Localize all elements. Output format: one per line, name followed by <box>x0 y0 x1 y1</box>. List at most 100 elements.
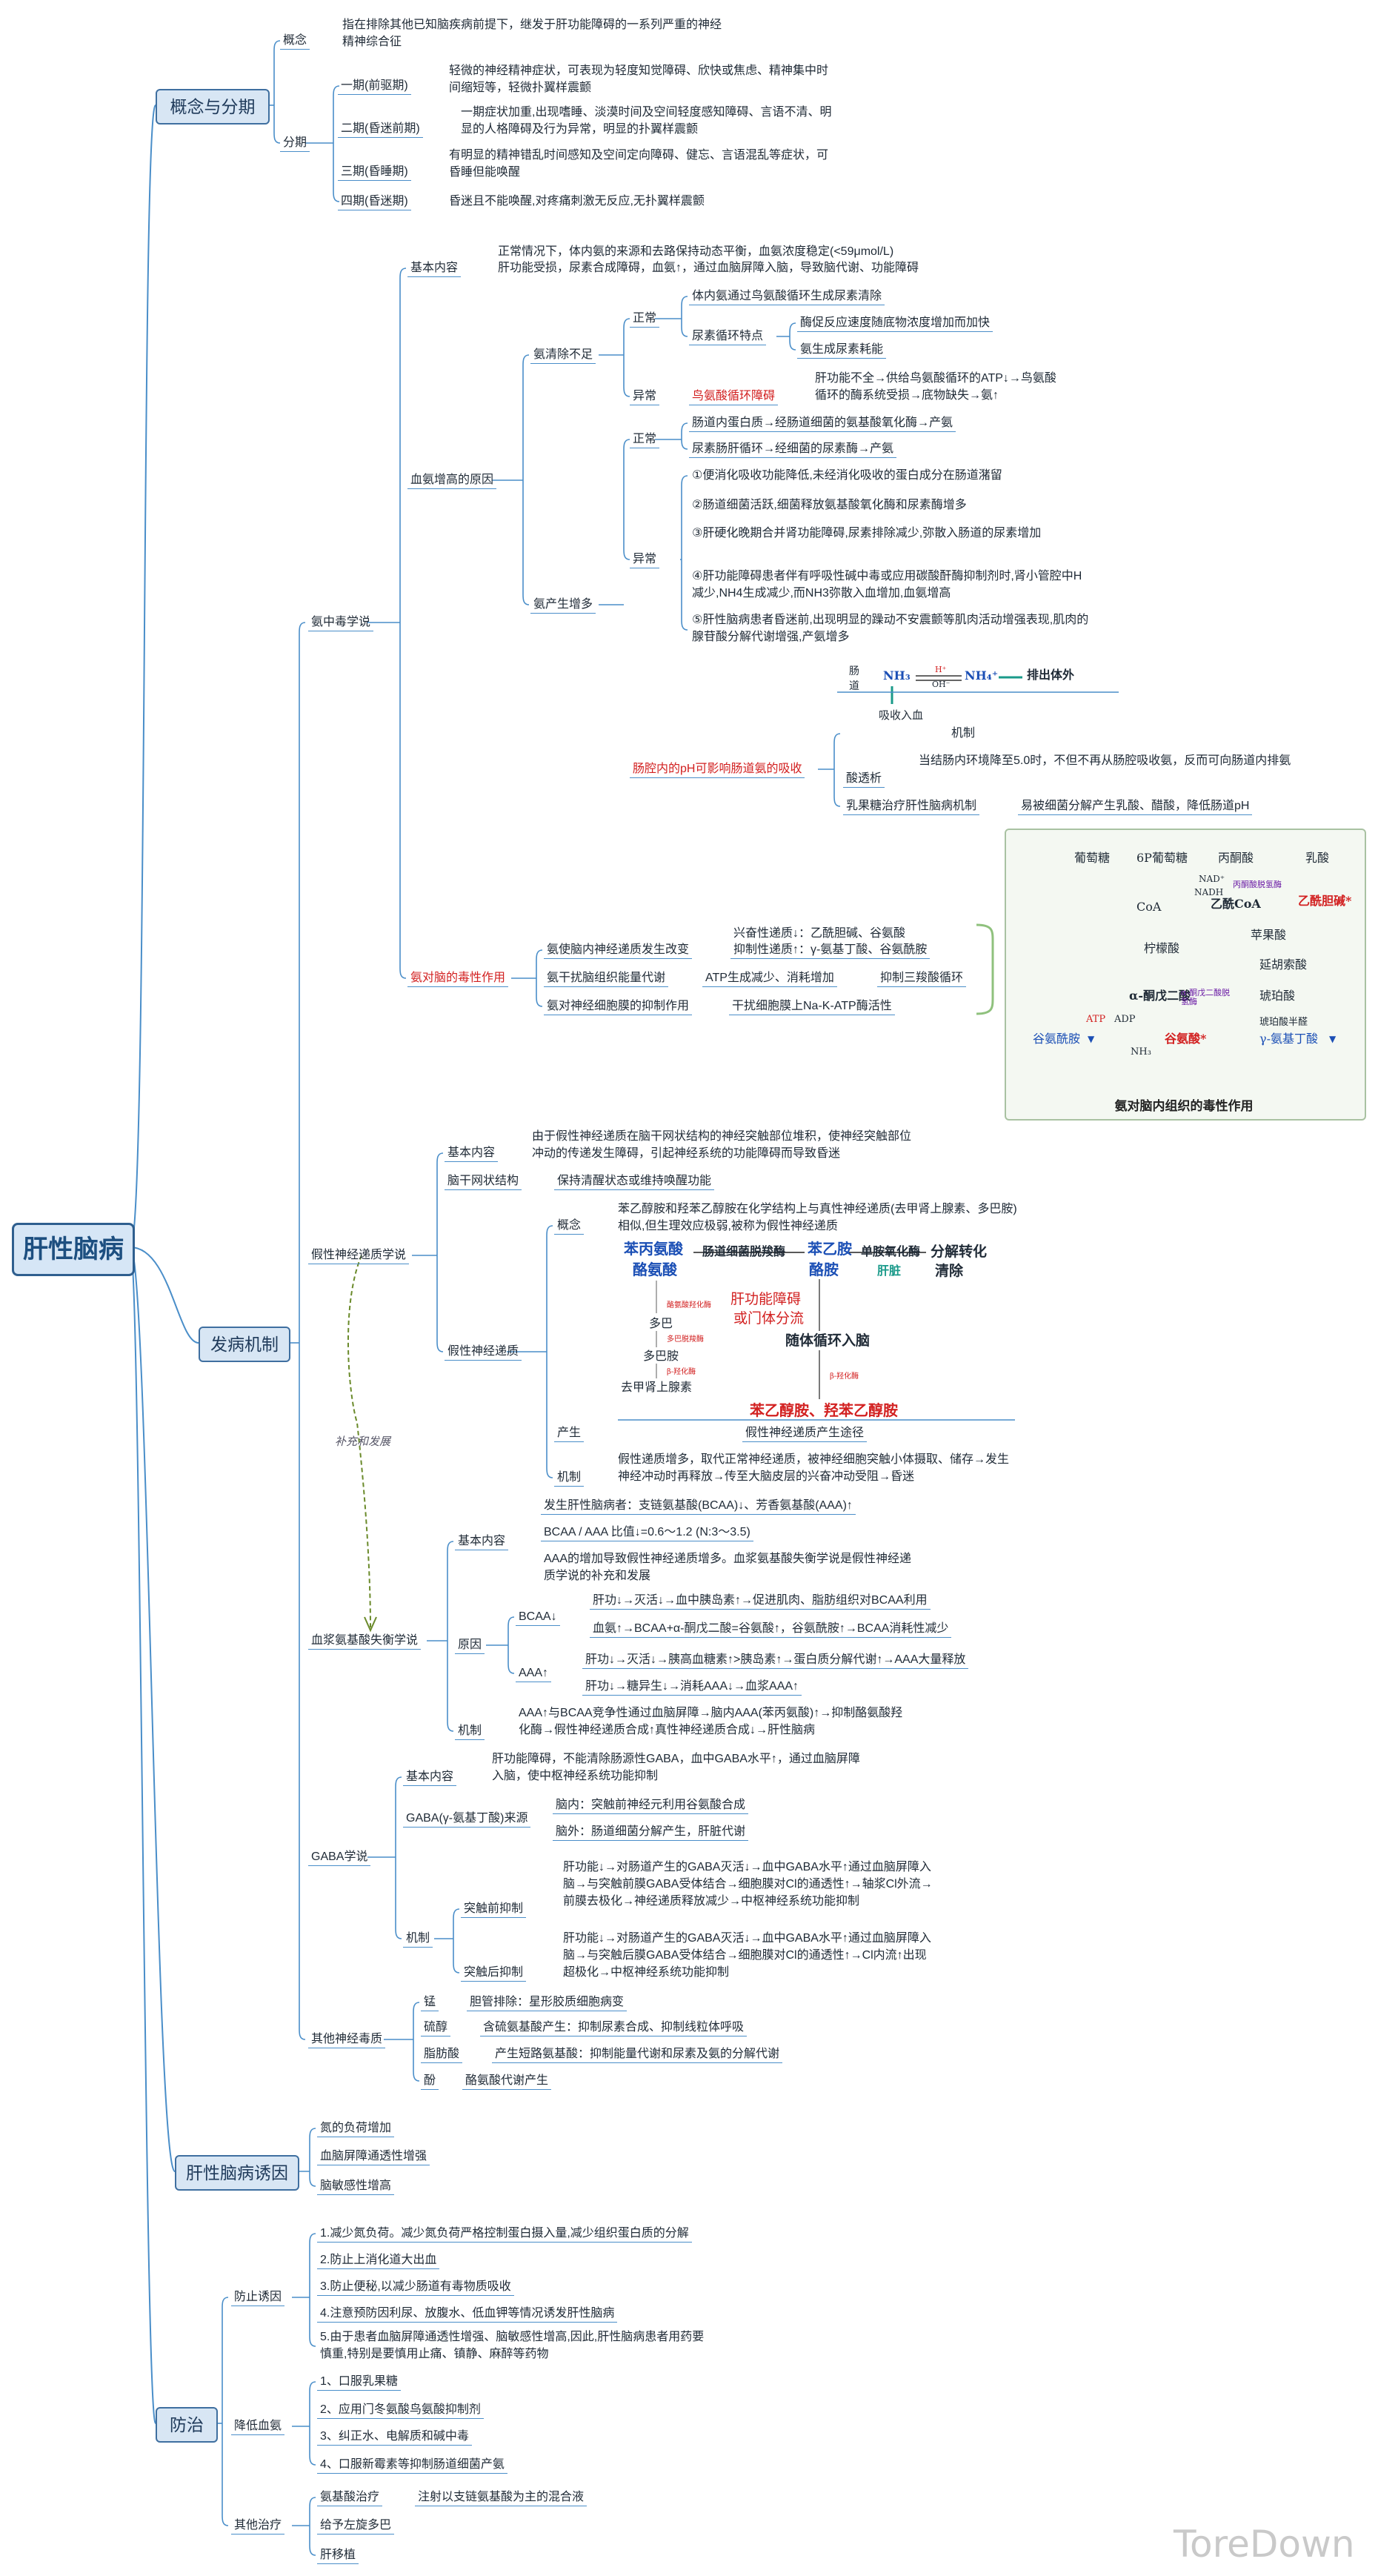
lactulose-label[interactable]: 乳果糖治疗肝性脑病机制 <box>843 797 980 815</box>
fnt-basic-label[interactable]: 基本内容 <box>445 1144 499 1162</box>
lower-2: 2、应用门冬氨酸鸟氨酸抑制剂 <box>317 2401 484 2419</box>
gaba-mech-label[interactable]: 机制 <box>403 1930 433 1948</box>
fnt-concept-label[interactable]: 概念 <box>554 1217 585 1235</box>
tca-gln-arrow: ▼ <box>1088 1034 1095 1044</box>
br-fnt-spine <box>436 1152 444 1352</box>
br-fnt-sub-spine <box>546 1225 553 1478</box>
gaba-src-label[interactable]: GABA(γ-氨基丁酸)来源 <box>403 1810 531 1828</box>
prod-abnormal-label[interactable]: 异常 <box>630 551 660 568</box>
aa-cause-label[interactable]: 原因 <box>455 1636 485 1654</box>
gaba-label[interactable]: GABA学说 <box>308 1848 371 1866</box>
aa-mech-label[interactable]: 机制 <box>455 1722 485 1740</box>
ammonia-cause-label[interactable]: 血氨增高的原因 <box>407 471 497 489</box>
clear-normal-label[interactable]: 正常 <box>630 310 660 328</box>
fnt-label[interactable]: 假性神经递质学说 <box>308 1246 410 1264</box>
gaba-pre-label[interactable]: 突触前抑制 <box>461 1900 527 1918</box>
toxin-mn[interactable]: 锰 <box>421 1994 439 2011</box>
induce-1[interactable]: 氮的负荷增加 <box>317 2119 395 2137</box>
reticular-label[interactable]: 脑干网状结构 <box>445 1172 522 1190</box>
stage-3-name[interactable]: 三期(昏睡期) <box>338 163 411 181</box>
tca-succ-ald: 琥珀酸半醛 <box>1259 1017 1308 1028</box>
tca-lactate: 乳酸 <box>1305 851 1330 865</box>
br-tox-spine <box>536 949 543 1007</box>
ammonia-basic-label[interactable]: 基本内容 <box>407 259 462 277</box>
tox-1[interactable]: 氨使脑内神经递质发生改变 <box>544 941 693 959</box>
link-root-inducement <box>130 1246 176 2172</box>
toxin-fa[interactable]: 脂肪酸 <box>421 2045 463 2063</box>
prevent-3: 3.防止便秘,以减少肠道有毒物质吸收 <box>317 2278 514 2296</box>
prod-ab-1: ①便消化吸收功能降低,未经消化吸收的蛋白成分在肠道潴留 <box>692 469 1002 482</box>
fnt-mech-label[interactable]: 机制 <box>554 1469 585 1487</box>
tox-label[interactable]: 氨对脑的毒性作用 <box>407 969 509 987</box>
fnt-sub-label[interactable]: 假性神经递质 <box>445 1343 522 1361</box>
tca-fumarate: 延胡索酸 <box>1259 957 1308 972</box>
tox-2[interactable]: 氨干扰脑组织能量代谢 <box>544 969 669 987</box>
stage-1-name[interactable]: 一期(前驱期) <box>338 77 411 95</box>
lower-label[interactable]: 降低血氨 <box>231 2417 285 2435</box>
urea-feature-1: 酶促反应速度随底物浓度增加而加快 <box>797 314 993 332</box>
clear-abnormal-label[interactable]: 异常 <box>630 388 660 405</box>
ph-absorb: 吸收入血 <box>879 709 924 722</box>
prevent-label[interactable]: 防止诱因 <box>231 2288 285 2306</box>
stage-label[interactable]: 分期 <box>280 134 310 152</box>
br-aa-cause-spine <box>507 1616 515 1674</box>
prevent-4: 4.注意预防因利尿、放腹水、低血钾等情况诱发肝性脑病 <box>317 2305 618 2323</box>
supplement-note: 补充和发展 <box>335 1435 391 1448</box>
ldopa[interactable]: 给予左旋多巴 <box>317 2517 395 2534</box>
main-mechanism[interactable]: 发病机制 <box>199 1327 290 1362</box>
induce-2[interactable]: 血脑屏障通透性增强 <box>317 2148 430 2165</box>
main-concept[interactable]: 概念与分期 <box>156 89 270 125</box>
prevent-5: 5.由于患者血脑屏障通透性增强、脑敏感性增高,因此,肝性脑病患者用药要慎重,特别… <box>320 2331 705 2360</box>
concept-label[interactable]: 概念 <box>280 32 310 50</box>
aa-basic-label[interactable]: 基本内容 <box>455 1533 509 1550</box>
fnt-mech: 假性递质增多，取代正常神经递质，被神经细胞突触小体摄取、储存→发生神经冲动时再释… <box>618 1453 1010 1483</box>
syn-dopamine: 多巴胺 <box>643 1349 679 1363</box>
ammonia-label[interactable]: 氨中毒学说 <box>308 614 374 631</box>
gaba-post-label[interactable]: 突触后抑制 <box>461 1964 527 1982</box>
tca-nh3: NH₃ <box>1131 1046 1151 1058</box>
tox-3[interactable]: 氨对神经细胞膜的抑制作用 <box>544 997 693 1015</box>
aaa-label[interactable]: AAA↑ <box>516 1664 552 1682</box>
aa-label[interactable]: 血浆氨基酸失衡学说 <box>308 1632 422 1650</box>
br-prevent-spine <box>309 2233 316 2347</box>
cycle-fail[interactable]: 鸟氨酸循环障碍 <box>689 388 779 405</box>
clear-label[interactable]: 氨清除不足 <box>530 346 596 364</box>
link-root-mechanism <box>130 1246 199 1344</box>
tox-1b: 抑制性递质↑：γ-氨基丁酸、谷氨酰胺 <box>730 941 931 959</box>
stage-2-name[interactable]: 二期(昏迷前期) <box>338 120 423 138</box>
ph-label[interactable]: 肠腔内的pH可影响肠道氨的吸收 <box>630 760 805 778</box>
aa-treat-text: 注射以支链氨基酸为主的混合液 <box>415 2489 588 2506</box>
induce-3[interactable]: 脑敏感性增高 <box>317 2177 395 2195</box>
toxin-thiol[interactable]: 硫醇 <box>421 2019 451 2036</box>
fnt-gen: 假性神经递质产生途径 <box>742 1424 868 1442</box>
prod-label[interactable]: 氨产生增多 <box>530 596 596 614</box>
tca-adp: ADP <box>1114 1014 1136 1025</box>
stage-4-name[interactable]: 四期(昏迷期) <box>338 193 411 210</box>
acid-label[interactable]: 酸透析 <box>843 770 885 788</box>
fnt-gen-label[interactable]: 产生 <box>554 1424 585 1442</box>
syn-hepfail: 肝功能障碍 <box>730 1292 802 1307</box>
prod-normal-label[interactable]: 正常 <box>630 431 660 448</box>
concept-text: 指在排除其他已知脑疾病前提下，继发于肝功能障碍的一系列严重的神经精神综合征 <box>342 19 722 48</box>
main-treatment[interactable]: 防治 <box>156 2407 218 2443</box>
gaba-basic-label[interactable]: 基本内容 <box>403 1768 457 1786</box>
other-treat-label[interactable]: 其他治疗 <box>231 2517 285 2534</box>
main-inducement[interactable]: 肝性脑病诱因 <box>175 2155 299 2191</box>
reticular: 保持清醒状态或维持唤醒功能 <box>554 1172 715 1190</box>
transplant[interactable]: 肝移植 <box>317 2546 359 2564</box>
other-toxin-label[interactable]: 其他神经毒质 <box>308 2031 386 2048</box>
br-induce-spine <box>309 2128 316 2187</box>
bcaa-1: 肝功↓→灭活↓→血中胰岛素↑→促进肌肉、脂肪组织对BCAA利用 <box>590 1592 931 1610</box>
aa-treat-label[interactable]: 氨基酸治疗 <box>317 2489 383 2506</box>
tox-1a: 兴奋性递质↓：乙酰胆碱、谷氨酸 <box>733 927 906 940</box>
syn-pea: 苯乙胺 <box>808 1241 852 1258</box>
urea-feature-label[interactable]: 尿素循环特点 <box>689 328 767 345</box>
root-topic[interactable]: 肝性脑病 <box>12 1223 135 1276</box>
gaba-src-1: 脑内：突触前神经元利用谷氨酸合成 <box>553 1796 749 1814</box>
stage-3-desc: 有明显的精神错乱时间感知及空间定向障碍、健忘、言语混乱等症状，可昏睡但能唤醒 <box>449 149 829 179</box>
bcaa-label[interactable]: BCAA↓ <box>516 1608 560 1626</box>
ph-nh4: NH₄⁺ <box>965 668 999 683</box>
syn-dopa: 多巴 <box>649 1316 673 1330</box>
br-clear-normal-spine <box>681 296 688 337</box>
toxin-phenol[interactable]: 酚 <box>421 2072 439 2090</box>
